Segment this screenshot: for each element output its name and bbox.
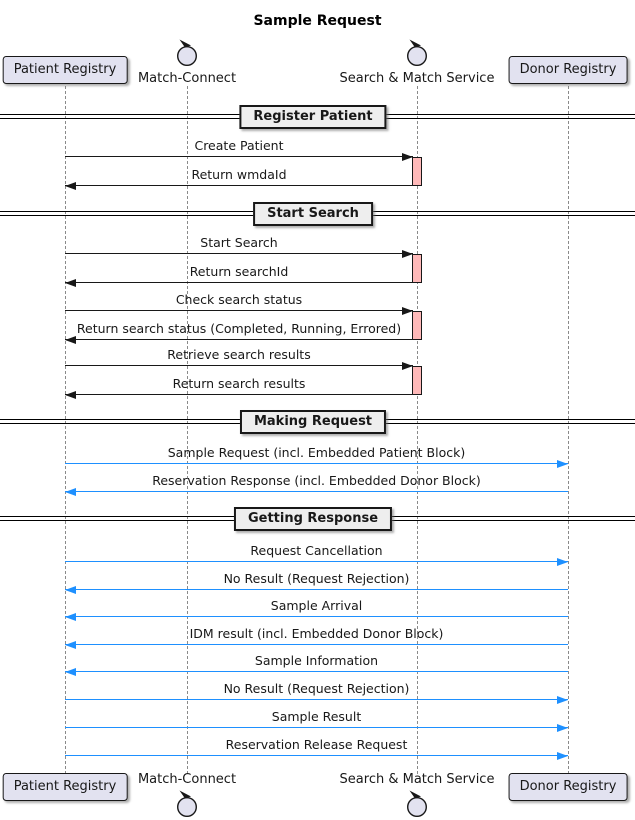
arrowhead-right-icon — [402, 306, 413, 315]
lifeline-donor-registry — [567, 86, 569, 774]
message-label: Sample Arrival — [270, 598, 363, 613]
arrowhead-right-icon — [557, 695, 568, 704]
arrowhead-right-icon — [557, 751, 568, 760]
participant-bottom-patient-registry: Patient Registry — [2, 773, 128, 801]
message-label: Return wmdaId — [191, 167, 287, 182]
arrowhead-left-icon — [65, 335, 76, 344]
arrowhead-left-icon — [65, 390, 76, 399]
message-label: No Result (Request Rejection) — [223, 571, 410, 586]
activation-bar — [412, 311, 422, 340]
message-line-sample-result — [65, 727, 568, 728]
participant-top-match-connect: Match-Connect — [137, 71, 237, 86]
arrowhead-left-icon — [65, 667, 76, 676]
message-label: Sample Request (incl. Embedded Patient B… — [167, 445, 466, 460]
participant-top-donor-registry: Donor Registry — [508, 56, 628, 84]
section-divider-making-request: Making Request — [239, 410, 387, 434]
arrowhead-right-icon — [402, 152, 413, 161]
message-line-sample-request-incl-embedded-patient-block — [65, 463, 568, 464]
message-label: Return searchId — [189, 264, 289, 279]
message-line-return-search-status-completed-running-errored — [65, 339, 413, 340]
message-line-request-cancellation — [65, 561, 568, 562]
message-line-return-search-results — [65, 394, 413, 395]
message-line-no-result-request-rejection — [65, 699, 568, 700]
message-line-create-patient — [65, 156, 413, 157]
message-label: Request Cancellation — [250, 543, 383, 558]
participant-bottom-search-match-service: Search & Match Service — [339, 772, 495, 787]
participant-bottom-donor-registry: Donor Registry — [508, 773, 628, 801]
message-label: Retrieve search results — [167, 347, 311, 362]
message-label: Reservation Release Request — [225, 737, 408, 752]
lifeline-search-match-service — [416, 86, 418, 774]
message-line-reservation-response-incl-embedded-donor-block — [65, 491, 568, 492]
message-line-sample-arrival — [65, 616, 568, 617]
message-line-retrieve-search-results — [65, 365, 413, 366]
control-icon — [175, 788, 199, 818]
participant-bottom-match-connect: Match-Connect — [137, 772, 237, 787]
arrowhead-right-icon — [402, 361, 413, 370]
section-divider-getting-response: Getting Response — [233, 507, 393, 531]
arrowhead-left-icon — [65, 640, 76, 649]
arrowhead-left-icon — [65, 278, 76, 287]
message-label: Reservation Response (incl. Embedded Don… — [152, 473, 481, 488]
control-icon — [405, 37, 429, 67]
message-label: Check search status — [175, 292, 303, 307]
message-label: Sample Result — [271, 709, 362, 724]
lifeline-match-connect — [186, 86, 188, 774]
participant-top-search-match-service: Search & Match Service — [339, 71, 495, 86]
participant-top-patient-registry: Patient Registry — [2, 56, 128, 84]
message-line-reservation-release-request — [65, 755, 568, 756]
message-line-start-search — [65, 253, 413, 254]
message-line-return-wmdaid — [65, 185, 413, 186]
arrowhead-right-icon — [402, 249, 413, 258]
arrowhead-right-icon — [557, 459, 568, 468]
arrowhead-left-icon — [65, 487, 76, 496]
message-label: Return search status (Completed, Running… — [76, 321, 402, 336]
diagram-title: Sample Request — [253, 13, 382, 29]
message-label: Create Patient — [194, 138, 284, 153]
section-divider-start-search: Start Search — [253, 202, 373, 226]
activation-bar — [412, 366, 422, 395]
message-line-no-result-request-rejection — [65, 589, 568, 590]
arrowhead-left-icon — [65, 181, 76, 190]
message-line-check-search-status — [65, 310, 413, 311]
message-label: No Result (Request Rejection) — [223, 681, 410, 696]
control-icon — [405, 788, 429, 818]
message-line-return-searchid — [65, 282, 413, 283]
control-icon — [175, 37, 199, 67]
message-line-sample-information — [65, 671, 568, 672]
arrowhead-right-icon — [557, 557, 568, 566]
section-divider-register-patient: Register Patient — [239, 105, 387, 129]
arrowhead-left-icon — [65, 585, 76, 594]
message-label: Return search results — [172, 376, 306, 391]
message-line-idm-result-incl-embedded-donor-block — [65, 644, 568, 645]
activation-bar — [412, 254, 422, 283]
arrowhead-right-icon — [557, 723, 568, 732]
message-label: IDM result (incl. Embedded Donor Block) — [189, 626, 444, 641]
message-label: Start Search — [200, 235, 278, 250]
activation-bar — [412, 157, 422, 186]
arrowhead-left-icon — [65, 612, 76, 621]
lifeline-patient-registry — [64, 86, 66, 774]
message-label: Sample Information — [254, 653, 379, 668]
